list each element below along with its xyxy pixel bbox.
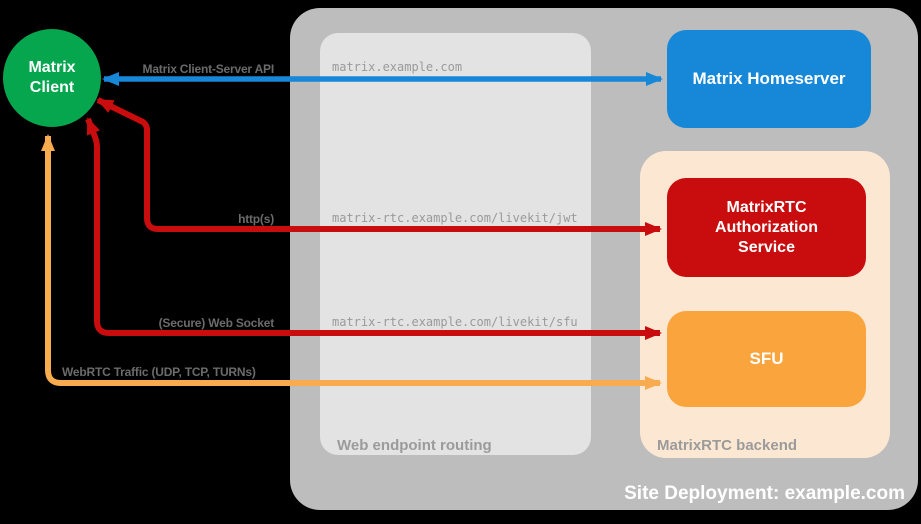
websocket-label: (Secure) Web Socket [158,316,275,330]
endpoint-url-homeserver: matrix.example.com [332,60,463,74]
web-endpoint-routing-panel [320,33,591,455]
endpoint-url-livekit-sfu: matrix-rtc.example.com/livekit/sfu [332,315,578,329]
matrix-client-node: Matrix Client [3,29,101,127]
site-deployment-label: Site Deployment: example.com [624,483,905,504]
matrixrtc-backend-label: MatrixRTC backend [657,437,798,454]
sfu-node: SFU [667,311,866,407]
web-endpoint-routing-label: Web endpoint routing [337,437,492,454]
matrixrtc-auth-service-node: MatrixRTC Authorization Service [667,178,866,277]
endpoint-url-livekit-jwt: matrix-rtc.example.com/livekit/jwt [332,211,578,225]
webrtc-traffic-label: WebRTC Traffic (UDP, TCP, TURNs) [62,365,256,379]
client-server-api-label: Matrix Client-Server API [142,62,275,76]
matrix-homeserver-node: Matrix Homeserver [667,30,871,128]
https-label: http(s) [238,212,274,226]
